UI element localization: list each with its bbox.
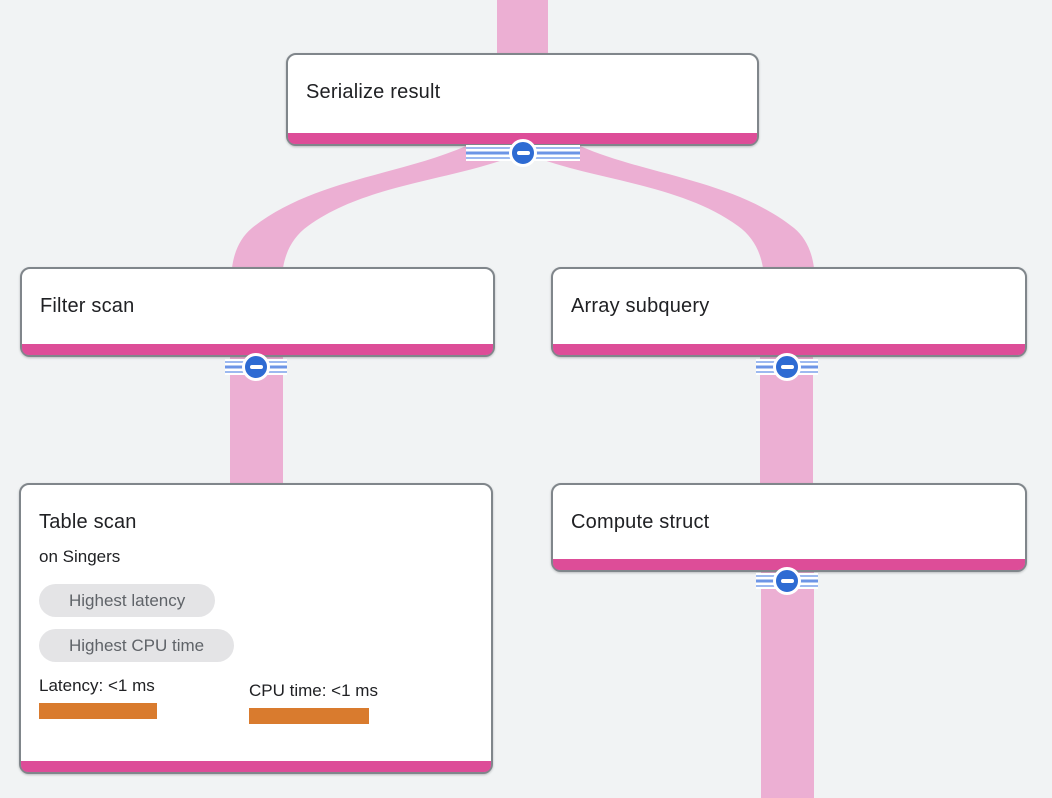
metric-cpu-time: CPU time: <1 ms xyxy=(249,681,378,724)
band-compute-to-offscreen xyxy=(761,565,814,798)
node-title: Filter scan xyxy=(40,295,135,317)
node-title: Compute struct xyxy=(571,511,710,533)
collapse-handle-compute-struct[interactable] xyxy=(756,567,818,595)
collapse-handle-serialize-result[interactable] xyxy=(466,139,580,167)
node-filter-scan[interactable]: Filter scan xyxy=(20,267,495,357)
metric-bar xyxy=(39,703,157,719)
node-title: Table scan xyxy=(39,511,137,533)
badge-highest-latency: Highest latency xyxy=(39,584,216,617)
node-accent-bar xyxy=(22,344,493,355)
collapse-handle-filter-scan[interactable] xyxy=(225,353,287,381)
node-accent-bar xyxy=(288,133,757,144)
metric-label: CPU time: <1 ms xyxy=(249,681,378,700)
node-subtitle: on Singers xyxy=(39,547,121,566)
metric-list: Latency: <1 ms CPU time: <1 ms xyxy=(21,674,491,724)
badge-highest-cpu-time: Highest CPU time xyxy=(39,629,235,662)
band-root-to-serialize xyxy=(497,0,548,56)
metric-label: Latency: <1 ms xyxy=(39,676,155,695)
node-array-subquery[interactable]: Array subquery xyxy=(551,267,1027,357)
node-title: Serialize result xyxy=(306,81,441,103)
node-compute-struct[interactable]: Compute struct xyxy=(551,483,1027,572)
node-accent-bar xyxy=(21,761,491,772)
minus-icon xyxy=(773,353,801,381)
node-table-scan[interactable]: Table scan on Singers Highest latency Hi… xyxy=(19,483,493,774)
minus-icon xyxy=(509,139,537,167)
node-accent-bar xyxy=(553,559,1025,570)
band-filter-to-table xyxy=(230,350,283,486)
collapse-handle-array-subquery[interactable] xyxy=(756,353,818,381)
node-accent-bar xyxy=(553,344,1025,355)
node-title: Array subquery xyxy=(571,295,710,317)
minus-icon xyxy=(242,353,270,381)
badge-list: Highest latency Highest CPU time xyxy=(21,567,491,662)
metric-bar xyxy=(249,708,369,724)
metric-latency: Latency: <1 ms xyxy=(39,676,249,724)
node-serialize-result[interactable]: Serialize result xyxy=(286,53,759,146)
minus-icon xyxy=(773,567,801,595)
band-array-to-compute xyxy=(760,350,813,486)
